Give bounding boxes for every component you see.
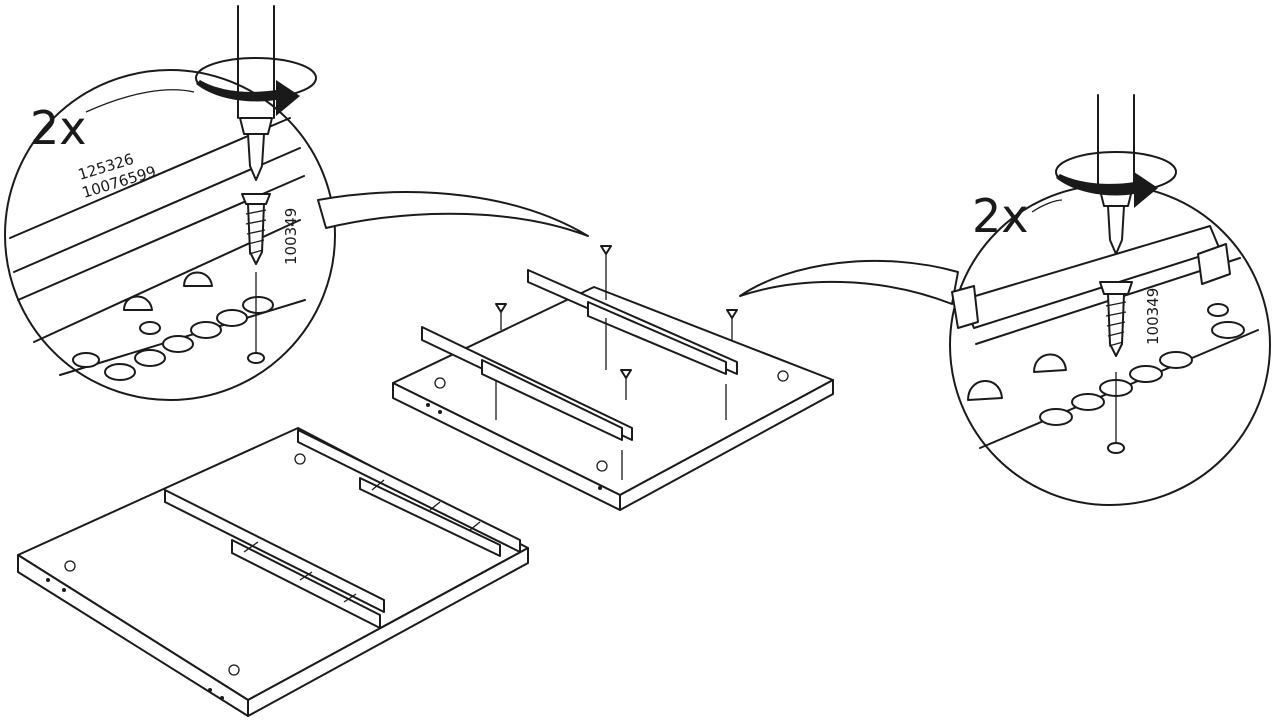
left-quantity-label: 2x <box>30 101 87 155</box>
right-detail-callout: 2x 100349 <box>739 94 1271 506</box>
right-screw-code: 100349 <box>1144 288 1162 345</box>
right-quantity-label: 2x <box>972 189 1029 243</box>
left-screw-code: 100349 <box>282 208 300 265</box>
panel-assembly-step <box>392 245 834 511</box>
left-detail-callout: 2x 125326 10076599 100349 <box>4 5 589 401</box>
finished-panel-with-rails <box>17 427 529 717</box>
